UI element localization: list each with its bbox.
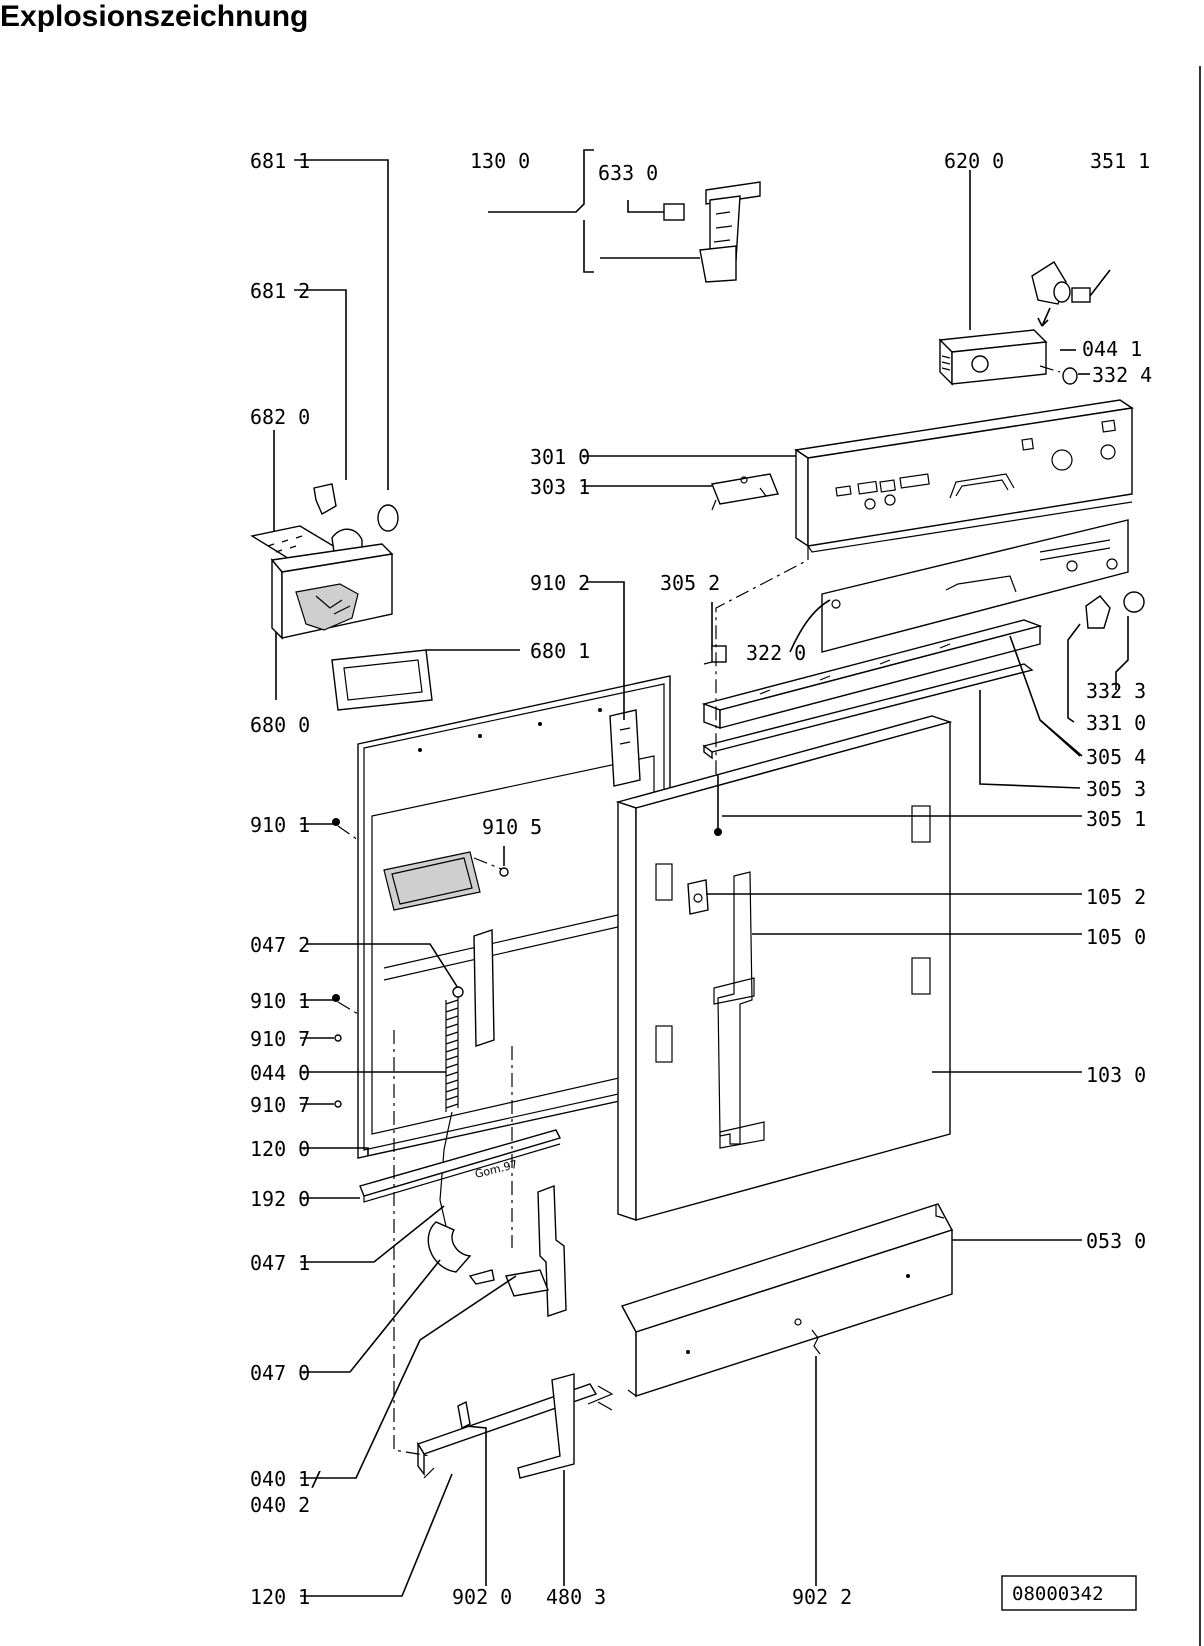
label-331-0: 331 0 bbox=[1086, 711, 1146, 735]
alignment-line-upper bbox=[715, 546, 809, 822]
label-303-1: 303 1 bbox=[530, 475, 590, 499]
label-910-2: 910 2 bbox=[530, 571, 590, 595]
label-120-0: 120 0 bbox=[250, 1137, 310, 1161]
part-680-1-gasket bbox=[331, 649, 520, 711]
label-105-0: 105 0 bbox=[1086, 925, 1146, 949]
part-910-2-screw-lead bbox=[586, 581, 625, 720]
part-910-1-screw-upper bbox=[300, 818, 359, 841]
part-633-0-detergent-latch bbox=[488, 149, 761, 283]
label-332-4: 332 4 bbox=[1092, 363, 1152, 387]
label-910-1-upper: 910 1 bbox=[250, 813, 310, 837]
alignment-line-left bbox=[393, 1030, 431, 1457]
label-040-1: 040 1/ bbox=[250, 1467, 322, 1491]
label-047-1: 047 1 bbox=[250, 1251, 310, 1275]
label-910-1-lower: 910 1 bbox=[250, 989, 310, 1013]
label-910-7-lower: 910 7 bbox=[250, 1093, 310, 1117]
part-902-0-clip bbox=[457, 1400, 487, 1586]
part-910-5-screw bbox=[473, 846, 509, 877]
part-910-7-screw-upper bbox=[300, 1034, 342, 1042]
label-681-2: 681 2 bbox=[250, 279, 310, 303]
label-351-1: 351 1 bbox=[1090, 149, 1150, 173]
label-105-2: 105 2 bbox=[1086, 885, 1146, 909]
page-title: Explosionszeichnung bbox=[0, 0, 309, 33]
label-902-0: 902 0 bbox=[452, 1585, 512, 1609]
part-301-0-control-panel bbox=[582, 399, 1134, 553]
part-040-1-040-2-hinge-bracket bbox=[300, 1185, 567, 1479]
label-044-0: 044 0 bbox=[250, 1061, 310, 1085]
part-120-0-inner-door bbox=[357, 675, 671, 1159]
label-040-2: 040 2 bbox=[250, 1493, 310, 1517]
part-620-0-program-module bbox=[938, 170, 1048, 386]
part-120-1-bottom-plate bbox=[300, 1383, 598, 1597]
part-103-0-outer-door bbox=[615, 715, 953, 1221]
label-680-1: 680 1 bbox=[530, 639, 590, 663]
drawing-number: 08000342 bbox=[1012, 1583, 1104, 1605]
label-620-0: 620 0 bbox=[944, 149, 1004, 173]
part-305-4-upper-rail bbox=[701, 619, 1043, 730]
part-044-0-door-spring bbox=[439, 996, 459, 1227]
label-910-5: 910 5 bbox=[482, 815, 542, 839]
part-480-3-bracket-foot bbox=[517, 1373, 614, 1586]
part-681-2-clip bbox=[294, 289, 347, 515]
part-053-0-toe-plate bbox=[620, 1203, 1082, 1398]
label-047-0: 047 0 bbox=[250, 1361, 310, 1385]
label-305-4: 305 4 bbox=[1086, 745, 1146, 769]
label-044-1: 044 1 bbox=[1082, 337, 1142, 361]
part-322-0-panel-plate bbox=[789, 519, 1129, 653]
label-047-2: 047 2 bbox=[250, 933, 310, 957]
label-305-1: 305 1 bbox=[1086, 807, 1146, 831]
label-103-0: 103 0 bbox=[1086, 1063, 1146, 1087]
label-680-0: 680 0 bbox=[250, 713, 310, 737]
label-332-3: 332 3 bbox=[1086, 679, 1146, 703]
label-053-0: 053 0 bbox=[1086, 1229, 1146, 1253]
label-910-7-upper: 910 7 bbox=[250, 1027, 310, 1051]
part-305-1-pin bbox=[714, 774, 1082, 836]
part-902-2-screw bbox=[811, 1329, 821, 1586]
label-120-1: 120 1 bbox=[250, 1585, 310, 1609]
part-910-7-screw-lower bbox=[300, 1100, 342, 1108]
label-682-0: 682 0 bbox=[250, 405, 310, 429]
label-192-0: 192 0 bbox=[250, 1187, 310, 1211]
leader-305-4 bbox=[1039, 719, 1083, 757]
part-047-2-cord-lead bbox=[306, 943, 464, 998]
label-130-0: 130 0 bbox=[470, 149, 530, 173]
label-322-0: 322 0 bbox=[746, 641, 806, 665]
part-680-0-dispenser-housing bbox=[270, 543, 394, 700]
label-480-3: 480 3 bbox=[546, 1585, 606, 1609]
label-902-2: 902 2 bbox=[792, 1585, 852, 1609]
drawing-number-box bbox=[1001, 1575, 1137, 1611]
label-681-1: 681 1 bbox=[250, 149, 310, 173]
label-305-2: 305 2 bbox=[660, 571, 720, 595]
label-633-0: 633 0 bbox=[598, 161, 658, 185]
label-301-0: 301 0 bbox=[530, 445, 590, 469]
part-305-3-lower-rail bbox=[702, 663, 1034, 760]
label-305-3: 305 3 bbox=[1086, 777, 1146, 801]
leader-120-0 bbox=[300, 1147, 369, 1156]
part-351-1-knob bbox=[1031, 261, 1111, 327]
part-044-1-332-4-small-parts bbox=[1039, 349, 1090, 385]
part-331-0-332-3-knob bbox=[979, 591, 1145, 789]
part-910-1-screw-lower bbox=[300, 994, 359, 1015]
part-105-2-latch-clip bbox=[687, 879, 1082, 915]
part-303-1-door-handle bbox=[582, 473, 779, 511]
part-047-1-cord-hook bbox=[300, 1205, 495, 1373]
part-305-2-clip bbox=[703, 602, 727, 665]
part-681-1-seal-ring bbox=[294, 159, 399, 532]
